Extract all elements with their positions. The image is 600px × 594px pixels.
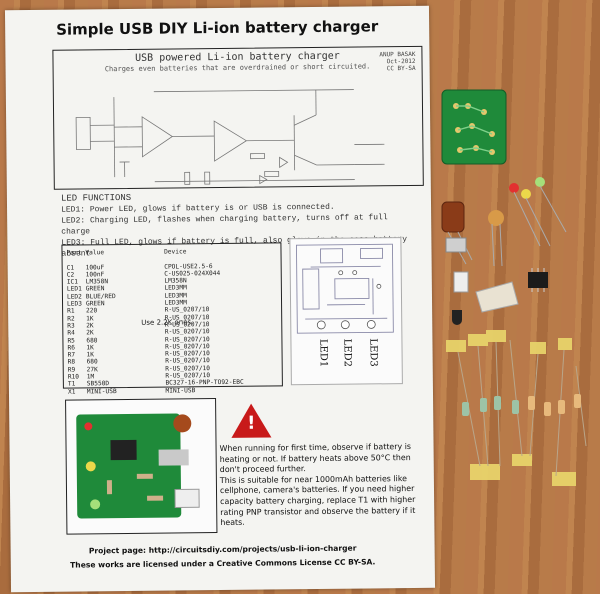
assembled-board-photo (65, 398, 218, 535)
mini-usb-connector (445, 237, 467, 253)
parts-value-cell: MINI-USB (86, 387, 117, 396)
transistor (452, 310, 462, 325)
ceramic-capacitor (488, 210, 504, 267)
schematic-author-note: ANUP BASAK Oct-2012 CC BY-SA (379, 50, 416, 73)
warning-exclamation-icon: ! (247, 412, 256, 434)
parts-part-cell: LED1 (66, 285, 82, 294)
resistors (446, 330, 587, 486)
pcb-led1-label: LED1 (317, 338, 329, 368)
parts-part-cell: X1 (67, 388, 76, 396)
parts-part-cell: LED3 (67, 300, 82, 308)
warning-section: ! When running for first time, observe i… (219, 398, 420, 532)
pcb-layout-print: LED1 LED2 LED3 (289, 237, 403, 386)
schematic-drawing (75, 89, 385, 185)
header-part: Part (66, 249, 82, 257)
table-row: X1 MINI-USB MINI-USB (66, 386, 246, 395)
handwritten-note: Use 2.2K ones. (141, 318, 194, 327)
sheet-title: Simple USB DIY Li-ion battery charger (56, 17, 379, 39)
parts-device-cell: BC327-16-PNP-TO92-EBC (165, 379, 244, 387)
bare-pcb (441, 89, 507, 165)
schematic-box: USB powered Li-ion battery charger Charg… (52, 45, 424, 190)
pcb-led2-label: LED2 (341, 338, 353, 368)
leds (509, 177, 567, 247)
project-page: Project page: http://circuitsdiy.com/pro… (88, 543, 357, 556)
warning-paragraph-2: This is suitable for near 1000mAh batter… (219, 473, 416, 528)
printed-sheet: Simple USB DIY Li-ion battery charger US… (4, 5, 436, 593)
license-note: These works are licensed under a Creativ… (70, 557, 376, 570)
pcb-led3-label: LED3 (367, 338, 379, 367)
battery-connector (453, 271, 519, 313)
warning-text: When running for first time, observe if … (220, 442, 426, 529)
warning-paragraph-1: When running for first time, observe if … (219, 442, 412, 475)
lm358-chip (528, 268, 548, 292)
parts-device-cell: MINI-USB (165, 386, 196, 395)
pcb-layout-drawing (295, 243, 394, 334)
assembled-board-image (76, 413, 200, 519)
